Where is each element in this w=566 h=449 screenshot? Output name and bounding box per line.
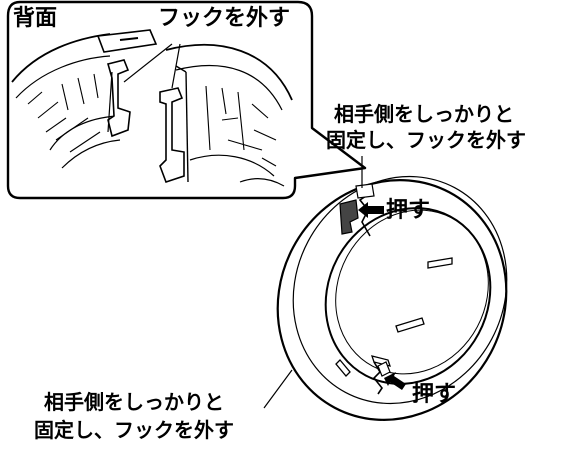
ring-latch-upper	[339, 183, 375, 235]
ring-back-rim	[292, 175, 508, 405]
push-arrow-upper	[358, 202, 384, 218]
rear-view-inset	[6, 0, 367, 200]
right-ring-inner	[175, 64, 283, 111]
callout-lower-line1: 相手側をしっかりと	[44, 390, 224, 414]
ring-latch-lower	[377, 361, 391, 377]
label-push-upper: 押す	[386, 198, 431, 223]
callout-upper-line2: 固定し、フックを外す	[326, 128, 526, 152]
right-ring-bottom	[239, 177, 285, 187]
leader-line-hook-left	[123, 43, 173, 83]
cover-ring	[276, 175, 508, 421]
leader-line-lower-callout	[263, 369, 293, 409]
ring-inner-opening	[324, 207, 492, 385]
left-ring-bottom	[61, 139, 121, 169]
right-hook	[159, 87, 185, 184]
left-top-band	[96, 29, 158, 53]
left-ribs	[27, 73, 101, 153]
ring-seam-lower	[372, 361, 383, 395]
ring-inner-tabs	[335, 257, 453, 377]
left-hook	[107, 59, 131, 138]
right-ring-outer	[165, 43, 293, 101]
label-push-lower: 押す	[412, 382, 457, 407]
label-remove-hook: フックを外す	[158, 6, 291, 31]
push-arrow-lower	[384, 372, 406, 390]
ring-inner-lip	[335, 209, 489, 375]
right-ring-lower	[189, 154, 275, 177]
callout-upper-line1: 相手側をしっかりと	[334, 102, 514, 126]
right-ribs	[205, 85, 277, 167]
left-ring-inner	[15, 55, 111, 99]
label-back-view: 背面	[13, 6, 58, 31]
callout-lower-line2: 固定し、フックを外す	[34, 418, 234, 442]
leader-line-hook-right	[171, 43, 181, 89]
